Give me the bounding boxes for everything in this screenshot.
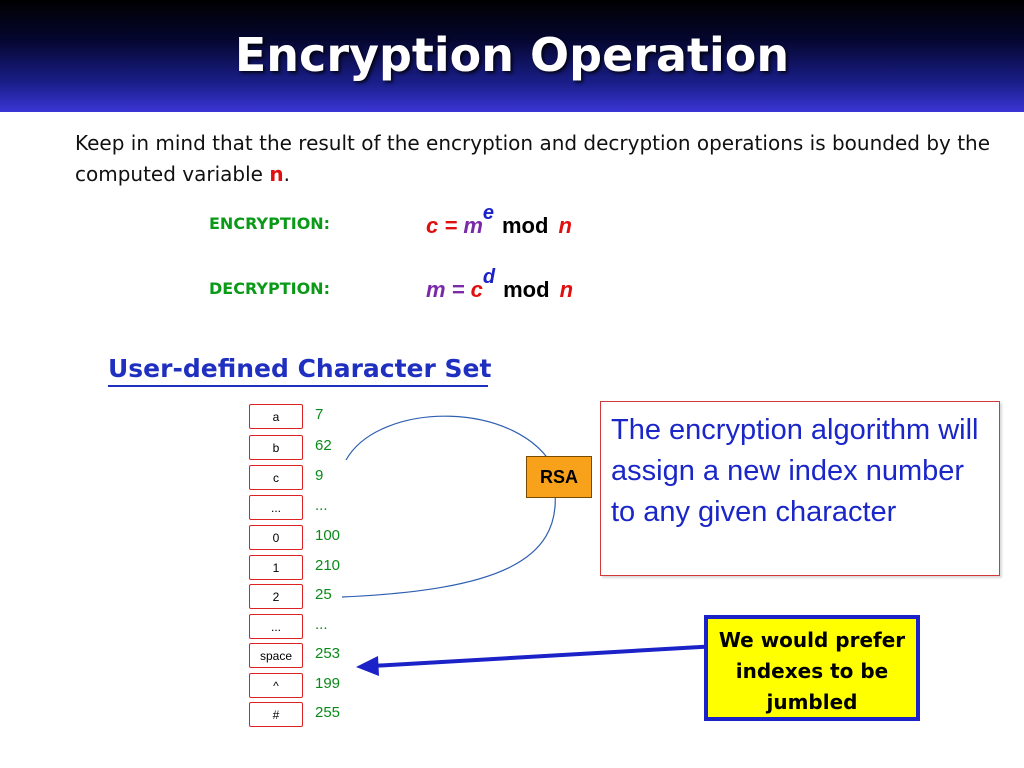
rsa-box: RSA	[526, 456, 592, 498]
char-box: 0	[249, 525, 303, 550]
char-box: c	[249, 465, 303, 490]
encryption-label: ENCRYPTION:	[209, 214, 331, 233]
decryption-base: c	[470, 277, 483, 302]
char-box: #	[249, 702, 303, 727]
intro-paragraph: Keep in mind that the result of the encr…	[75, 128, 1005, 190]
char-index: ...	[315, 616, 328, 633]
decryption-label: DECRYPTION:	[209, 279, 330, 298]
encryption-exponent: e	[482, 202, 494, 224]
slide-title: Encryption Operation	[234, 28, 790, 82]
char-box: ...	[249, 614, 303, 639]
decryption-mod: mod	[503, 277, 550, 302]
arrow-head	[356, 656, 379, 676]
char-index: 199	[315, 675, 341, 692]
char-box: a	[249, 404, 303, 429]
char-index: 210	[315, 557, 341, 574]
char-index: 62	[315, 437, 332, 454]
intro-text: Keep in mind that the result of the encr…	[75, 131, 991, 186]
char-box: ^	[249, 673, 303, 698]
char-index: 253	[315, 645, 341, 662]
encryption-lhs: c =	[426, 213, 464, 238]
intro-variable: n	[269, 162, 284, 186]
info-callout: The encryption algorithm will assign a n…	[600, 401, 1000, 576]
char-box: 1	[249, 555, 303, 580]
charset-heading-underline	[108, 385, 488, 387]
char-box: b	[249, 435, 303, 460]
intro-text-end: .	[283, 162, 290, 186]
pointer-arrow	[371, 644, 719, 668]
encryption-base: m	[463, 213, 483, 238]
decryption-modulus: n	[559, 277, 574, 302]
charset-heading: User-defined Character Set	[108, 354, 492, 383]
connector-curve-top	[345, 415, 556, 471]
char-box: space	[249, 643, 303, 668]
char-index: 7	[315, 406, 324, 423]
char-index: 9	[315, 467, 324, 484]
note-callout: We would prefer indexes to be jumbled	[704, 615, 920, 721]
encryption-modulus: n	[558, 213, 572, 238]
char-index: 25	[315, 586, 332, 603]
char-index: 100	[315, 527, 341, 544]
title-bar: Encryption Operation	[0, 0, 1024, 112]
char-box: ...	[249, 495, 303, 520]
char-index: ...	[315, 497, 328, 514]
decryption-exponent: d	[482, 266, 496, 288]
char-index: 255	[315, 704, 341, 721]
connector-curve-bottom	[341, 491, 556, 598]
char-box: 2	[249, 584, 303, 609]
decryption-lhs: m =	[426, 277, 471, 302]
encryption-mod: mod	[502, 213, 549, 238]
